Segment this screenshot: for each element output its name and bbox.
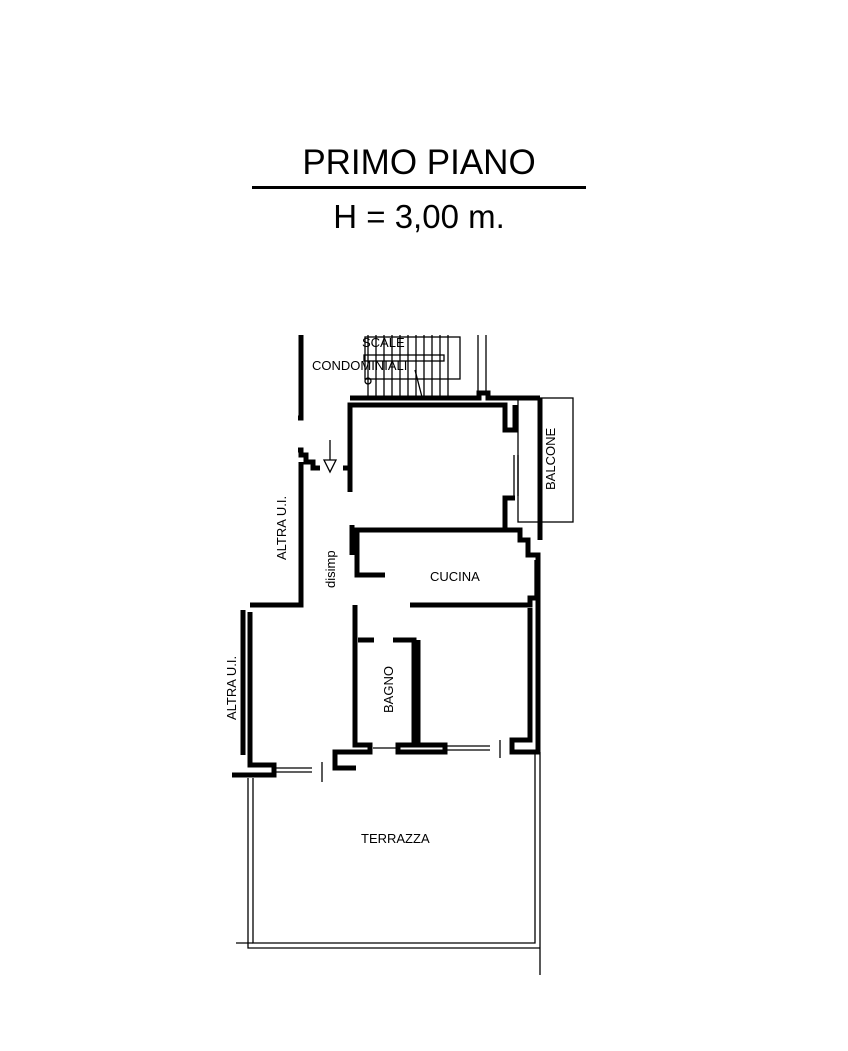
plan-title: PRIMO PIANO xyxy=(302,143,536,182)
stairs xyxy=(363,335,461,398)
label-other-unit-top: ALTRA U.I. xyxy=(274,496,289,560)
label-stairs-2: CONDOMINIALI xyxy=(312,358,407,373)
label-balcony: BALCONE xyxy=(543,428,558,490)
label-hall: disimp xyxy=(323,550,338,588)
title-underline xyxy=(252,186,586,189)
label-other-unit-bottom: ALTRA U.I. xyxy=(224,656,239,720)
entrance-arrow-icon xyxy=(322,459,338,474)
label-stairs-1: SCALE xyxy=(362,335,405,350)
label-bathroom: BAGNO xyxy=(381,666,396,713)
label-terrace: TERRAZZA xyxy=(361,831,430,846)
walls xyxy=(232,335,543,778)
label-kitchen: CUCINA xyxy=(430,569,480,584)
ceiling-height: H = 3,00 m. xyxy=(333,198,505,235)
terrace-outline xyxy=(236,752,541,975)
